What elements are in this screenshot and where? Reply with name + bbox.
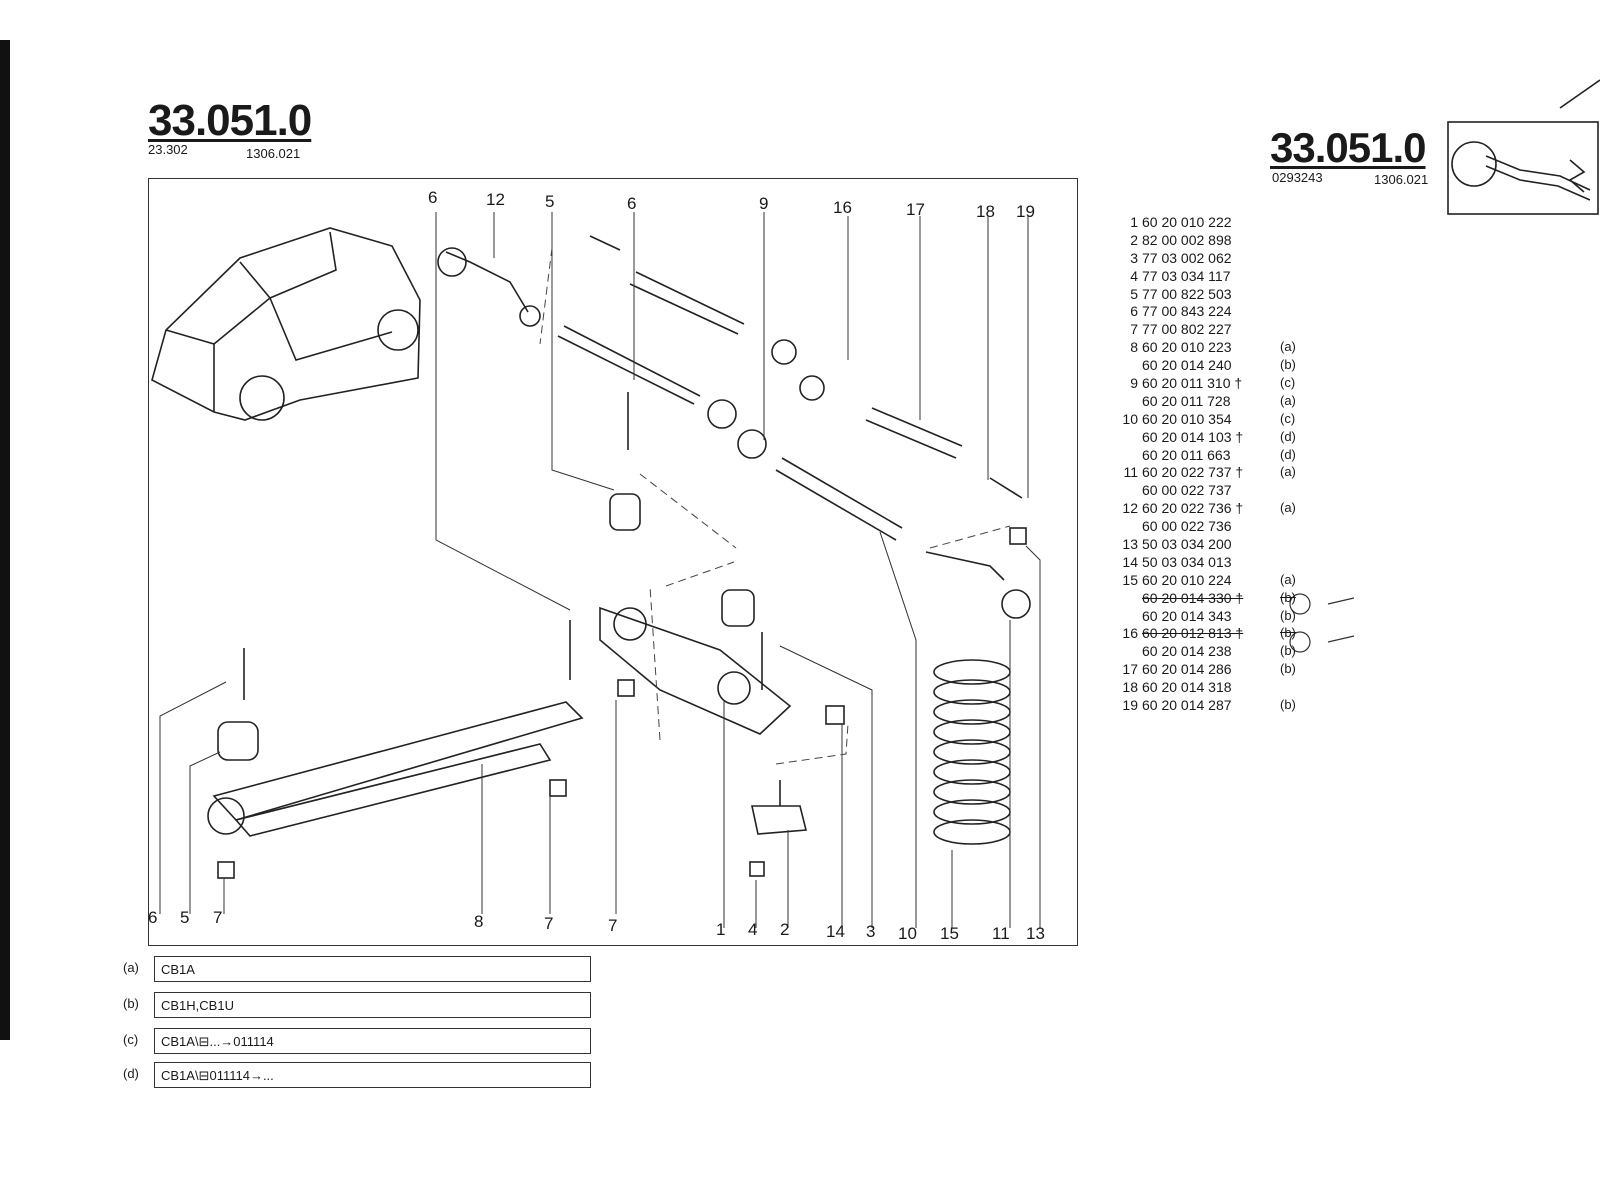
- callout-bottom-8: 8: [474, 912, 484, 931]
- part-row: 60 20 014 240(b): [1142, 357, 1296, 374]
- legend-key: (d): [123, 1066, 139, 1081]
- scan-edge-bar: [0, 40, 10, 1040]
- thumbnail-code-main: 33.051.0: [1270, 124, 1426, 171]
- callout-top-19: 19: [1016, 202, 1035, 221]
- callout-bottom-14: 14: [826, 922, 845, 941]
- legend-key: (a): [123, 960, 139, 975]
- part-row: 60 20 011 728(a): [1142, 392, 1296, 409]
- callout-bottom-5: 5: [180, 908, 190, 927]
- legend-row-d: (d) CB1A\⊟011114→...: [118, 1062, 598, 1090]
- legend-text: CB1A\⊟...→011114: [154, 1028, 591, 1054]
- callout-bottom-7c: 7: [608, 916, 618, 935]
- catalog-code-main: 33.051.0: [148, 96, 312, 145]
- legend-text: CB1A: [154, 956, 591, 982]
- callout-bottom-3: 3: [866, 922, 876, 941]
- callout-top-16: 16: [833, 198, 852, 217]
- part-row: 60 20 014 343(b): [1142, 607, 1296, 624]
- callout-bottom-7a: 7: [213, 908, 223, 927]
- exploded-diagram-frame: [148, 178, 1078, 946]
- legend-key: (b): [123, 996, 139, 1011]
- callout-bottom-4: 4: [748, 920, 758, 939]
- callout-top-6b: 6: [627, 194, 637, 213]
- legend-row-c: (c) CB1A\⊟...→011114: [118, 1028, 598, 1056]
- thumbnail-code-sub-right: 1306.021: [1374, 172, 1429, 187]
- callout-top-17: 17: [906, 200, 925, 219]
- catalog-code-sub-right: 1306.021: [246, 146, 301, 161]
- callout-bottom-7b: 7: [544, 914, 554, 933]
- legend-key: (c): [123, 1032, 139, 1047]
- part-row: 60 20 014 103 †(d): [1142, 428, 1296, 445]
- part-row: 60 20 011 663(d): [1142, 446, 1296, 463]
- coil-spring-icon: [933, 659, 1011, 845]
- callout-bottom-11: 11: [992, 924, 1010, 943]
- catalog-code-sub-left: 23.302: [148, 142, 188, 157]
- callout-top-6a: 6: [428, 188, 438, 207]
- callout-top-12: 12: [486, 190, 505, 209]
- callout-bottom-10: 10: [898, 924, 917, 943]
- callout-bottom-6: 6: [148, 908, 158, 927]
- legend-text: CB1H,CB1U: [154, 992, 591, 1018]
- thumbnail-arm-icon: [1447, 79, 1600, 215]
- part-row: 60 00 022 736: [1142, 518, 1232, 535]
- callout-bottom-2: 2: [780, 920, 790, 939]
- callout-bottom-1: 1: [716, 920, 726, 939]
- legend-text: CB1A\⊟011114→...: [154, 1062, 591, 1088]
- car-icon: [151, 227, 421, 421]
- callout-top-18: 18: [976, 202, 995, 221]
- callout-bottom-15: 15: [940, 924, 959, 943]
- callout-top-5: 5: [545, 192, 555, 211]
- legend-row-b: (b) CB1H,CB1U: [118, 992, 598, 1020]
- legend-row-a: (a) CB1A: [118, 956, 598, 984]
- callout-top-9: 9: [759, 194, 769, 213]
- thumbnail-code-sub-left: 0293243: [1272, 170, 1323, 185]
- callout-bottom-13: 13: [1026, 924, 1045, 943]
- part-row-superseded: 60 20 014 330 †(b): [1142, 589, 1296, 606]
- part-row: 60 00 022 737: [1142, 482, 1232, 499]
- part-row: 60 20 014 238(b): [1142, 643, 1296, 660]
